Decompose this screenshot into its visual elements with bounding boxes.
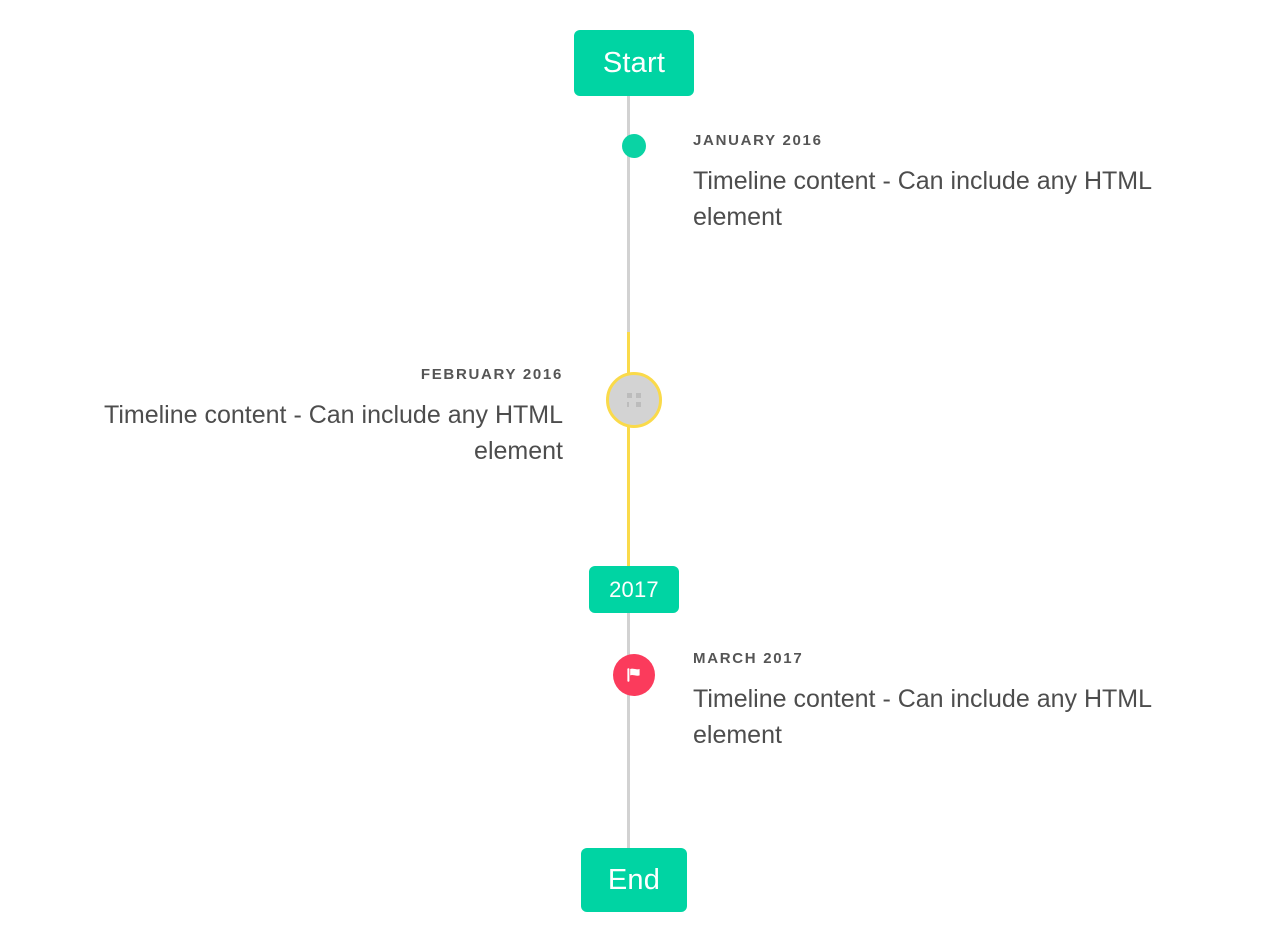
timeline-start-label: Start	[602, 46, 666, 79]
flag-icon	[627, 668, 640, 682]
timeline-event-content-right: JANUARY 2016 Timeline content - Can incl…	[629, 132, 1268, 235]
timeline-event-body: Timeline content - Can include any HTML …	[693, 685, 1152, 749]
broken-image-icon	[627, 393, 641, 407]
timeline-event-content-right: MARCH 2017 Timeline content - Can includ…	[629, 650, 1268, 753]
timeline-event-body: Timeline content - Can include any HTML …	[104, 401, 563, 465]
timeline-marker-broken-image-icon[interactable]	[606, 372, 662, 428]
timeline-event-february-2016: FEBRUARY 2016 Timeline content - Can inc…	[0, 366, 1268, 469]
timeline-event-january-2016: JANUARY 2016 Timeline content - Can incl…	[0, 132, 1268, 235]
timeline-event-date: MARCH 2017	[693, 650, 804, 667]
timeline-event-body: Timeline content - Can include any HTML …	[693, 167, 1152, 231]
timeline-marker-dot-icon[interactable]	[622, 134, 646, 158]
timeline-end-badge[interactable]: End	[581, 848, 687, 912]
timeline-event-date: JANUARY 2016	[693, 132, 823, 149]
timeline-rail-highlight	[627, 332, 630, 566]
timeline-year-label: 2017	[609, 576, 659, 602]
timeline-year-badge[interactable]: 2017	[589, 566, 679, 613]
timeline-event-date: FEBRUARY 2016	[420, 366, 563, 383]
timeline-marker-flag-icon[interactable]	[613, 654, 655, 696]
timeline-start-badge[interactable]: Start	[574, 30, 694, 96]
timeline-end-label: End	[607, 863, 661, 896]
timeline-rail-top	[627, 95, 630, 332]
timeline-event-content-left: FEBRUARY 2016 Timeline content - Can inc…	[0, 366, 629, 469]
timeline-rail-bottom	[627, 612, 630, 848]
timeline-event-march-2017: MARCH 2017 Timeline content - Can includ…	[0, 650, 1268, 753]
